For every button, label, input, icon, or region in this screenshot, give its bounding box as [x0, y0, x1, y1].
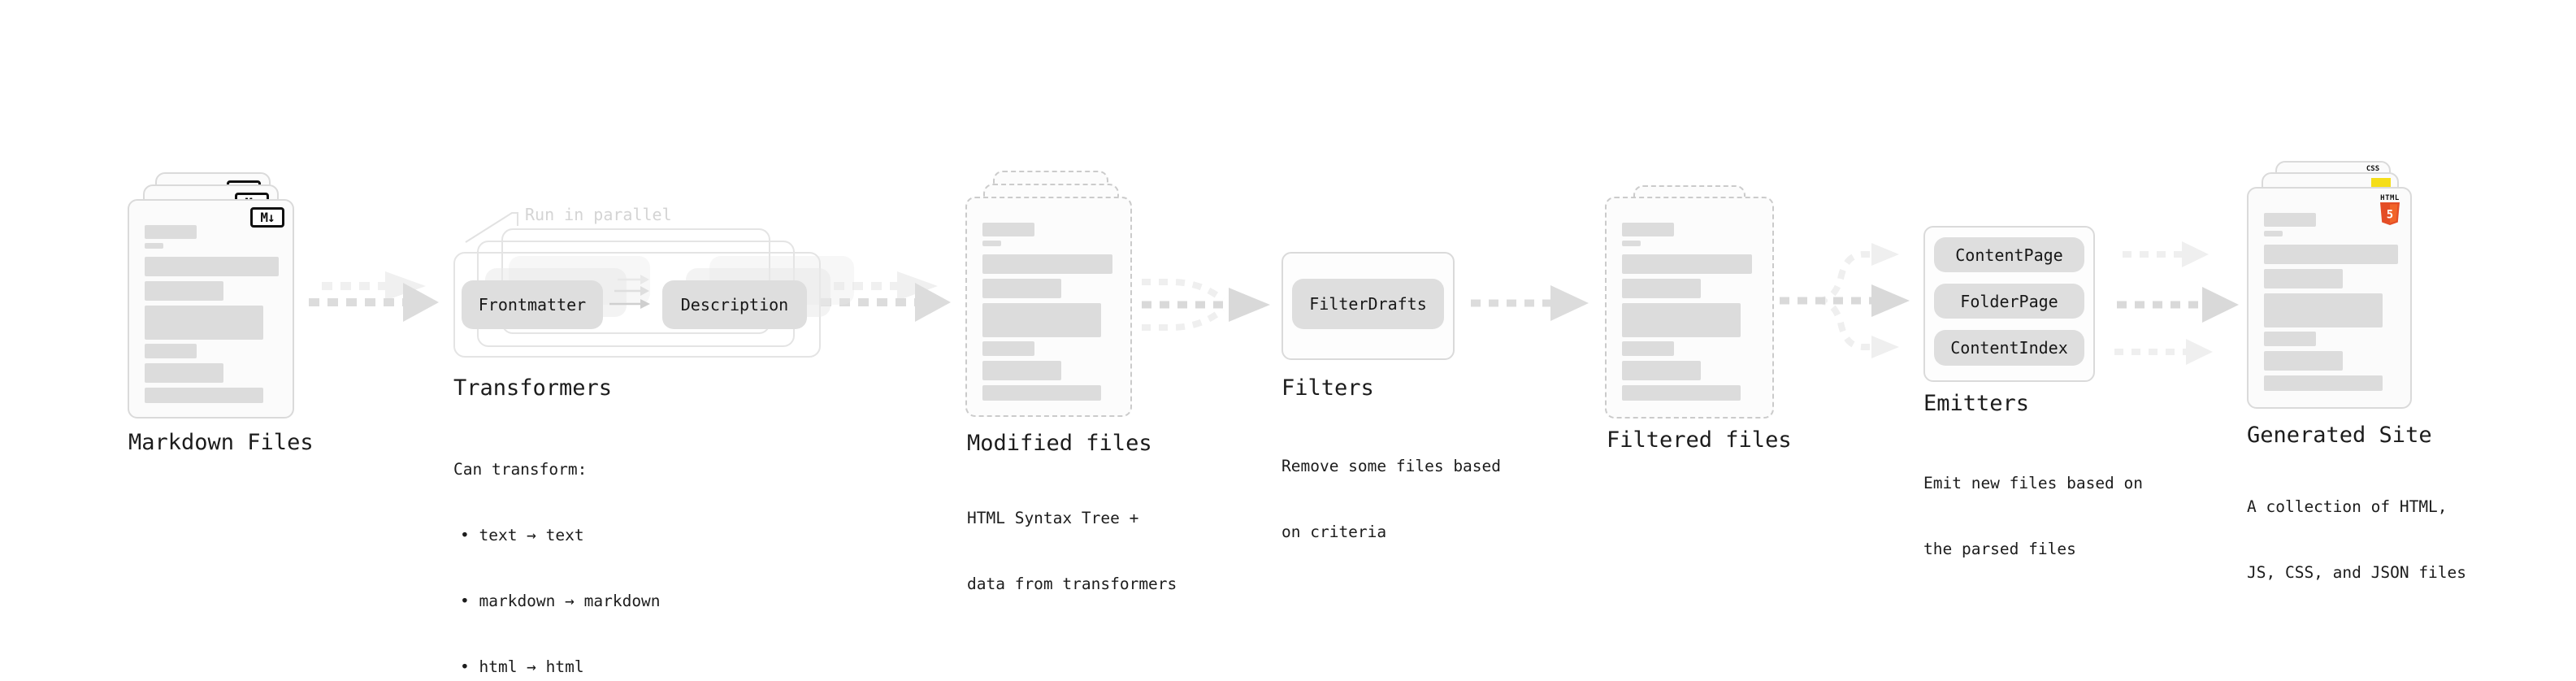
placeholder-bar	[1622, 279, 1701, 298]
arrow-markdown-to-transformers	[309, 271, 439, 322]
placeholder-bar	[145, 363, 223, 383]
placeholder-bar	[145, 225, 197, 239]
filterdrafts-pill: FilterDrafts	[1292, 279, 1444, 329]
contentpage-pill: ContentPage	[1934, 237, 2084, 272]
placeholder-bar	[982, 361, 1061, 380]
content-placeholder	[982, 223, 1112, 401]
run-in-parallel-leader-line	[465, 212, 518, 243]
frontmatter-pill-label: Frontmatter	[478, 295, 587, 314]
modified-files-desc-line: HTML Syntax Tree +	[967, 509, 1139, 527]
placeholder-bar	[1622, 241, 1641, 246]
emitters-desc-line: the parsed files	[1923, 540, 2076, 558]
transform-step-arrows	[609, 275, 650, 309]
placeholder-bar	[145, 281, 223, 301]
contentindex-pill: ContentIndex	[1934, 330, 2084, 366]
emitters-description: Emit new files based on the parsed files	[1923, 428, 2143, 604]
transform-bullet: • text → text	[460, 526, 584, 544]
emitters-desc-line: Emit new files based on	[1923, 474, 2144, 492]
placeholder-bar	[1622, 341, 1674, 356]
placeholder-bar	[982, 241, 1001, 246]
generated-site-desc-line: A collection of HTML,	[2247, 497, 2448, 516]
modified-files-desc-line: data from transformers	[967, 575, 1177, 593]
markdown-file-card-front: M↓	[128, 199, 294, 419]
description-pill-label: Description	[680, 295, 789, 314]
placeholder-bar	[1622, 385, 1741, 401]
placeholder-bar	[2264, 269, 2343, 288]
placeholder-bar	[1622, 223, 1674, 236]
transformers-description: Can transform: • text → text • markdown …	[453, 414, 661, 681]
content-placeholder	[145, 225, 279, 403]
html5-shield-number: 5	[2387, 209, 2393, 222]
filterdrafts-pill-label: FilterDrafts	[1309, 294, 1427, 314]
placeholder-bar	[145, 306, 263, 340]
html5-shield-icon: 5	[2380, 202, 2400, 225]
placeholder-bar	[145, 243, 163, 249]
placeholder-bar	[1622, 361, 1701, 380]
arrow-transformers-to-modified	[821, 271, 951, 322]
css-icon-label: CSS	[2366, 165, 2380, 173]
modified-files-description: HTML Syntax Tree + data from transformer…	[967, 463, 1177, 639]
contentindex-pill-label: ContentIndex	[1950, 338, 2068, 358]
transform-bullet: • html → html	[460, 657, 584, 676]
markdown-files-title: Markdown Files	[128, 430, 314, 455]
description-pill: Description	[662, 280, 807, 329]
arrow-filters-to-filtered	[1471, 285, 1589, 321]
placeholder-bar	[982, 254, 1112, 274]
arrow-modified-to-filters	[1142, 279, 1270, 331]
folderpage-pill: FolderPage	[1934, 284, 2084, 319]
placeholder-bar	[1622, 303, 1741, 337]
placeholder-bar	[145, 257, 279, 276]
placeholder-bar	[145, 344, 197, 358]
contentpage-pill-label: ContentPage	[1955, 245, 2063, 265]
html5-icon-label: HTML	[2380, 194, 2400, 202]
filters-desc-line: on criteria	[1281, 523, 1387, 541]
placeholder-bar	[982, 279, 1061, 298]
frontmatter-pill: Frontmatter	[462, 280, 603, 329]
modified-file-card-front	[965, 197, 1132, 417]
filters-description: Remove some files based on criteria	[1281, 411, 1501, 587]
html5-icon: HTML 5	[2379, 194, 2400, 228]
placeholder-bar	[2264, 213, 2316, 227]
modified-files-title: Modified files	[967, 431, 1152, 456]
generated-site-description: A collection of HTML, JS, CSS, and JSON …	[2247, 452, 2466, 627]
emitters-title: Emitters	[1923, 391, 2030, 416]
arrow-emitters-to-site	[2114, 241, 2239, 365]
markdown-icon: M↓	[250, 207, 284, 228]
content-placeholder	[2264, 213, 2398, 391]
placeholder-bar	[2264, 351, 2343, 371]
folderpage-pill-label: FolderPage	[1960, 291, 2058, 311]
generated-site-desc-line: JS, CSS, and JSON files	[2247, 563, 2467, 582]
filters-desc-line: Remove some files based	[1281, 457, 1502, 475]
placeholder-bar	[2264, 245, 2398, 264]
site-file-card-html: HTML 5	[2247, 187, 2412, 409]
placeholder-bar	[2264, 332, 2316, 346]
placeholder-bar	[1622, 254, 1752, 274]
placeholder-bar	[982, 341, 1034, 356]
transformers-desc-heading: Can transform:	[453, 460, 588, 479]
placeholder-bar	[982, 223, 1034, 236]
transformers-title: Transformers	[453, 375, 613, 401]
arrow-filtered-to-emitters	[1780, 243, 1910, 358]
generated-site-title: Generated Site	[2247, 423, 2432, 448]
run-in-parallel-annotation: Run in parallel	[525, 205, 672, 224]
filters-title: Filters	[1281, 375, 1374, 401]
filtered-file-card-front	[1605, 197, 1774, 419]
transform-bullet: • markdown → markdown	[460, 592, 661, 610]
placeholder-bar	[2264, 375, 2383, 391]
markdown-icon-label: M↓	[260, 210, 275, 225]
placeholder-bar	[982, 385, 1101, 401]
placeholder-bar	[145, 388, 263, 403]
filtered-files-title: Filtered files	[1607, 427, 1792, 453]
js-icon	[2371, 178, 2391, 188]
placeholder-bar	[982, 303, 1101, 337]
placeholder-bar	[2264, 231, 2283, 236]
content-placeholder	[1622, 223, 1752, 401]
placeholder-bar	[2264, 293, 2383, 327]
